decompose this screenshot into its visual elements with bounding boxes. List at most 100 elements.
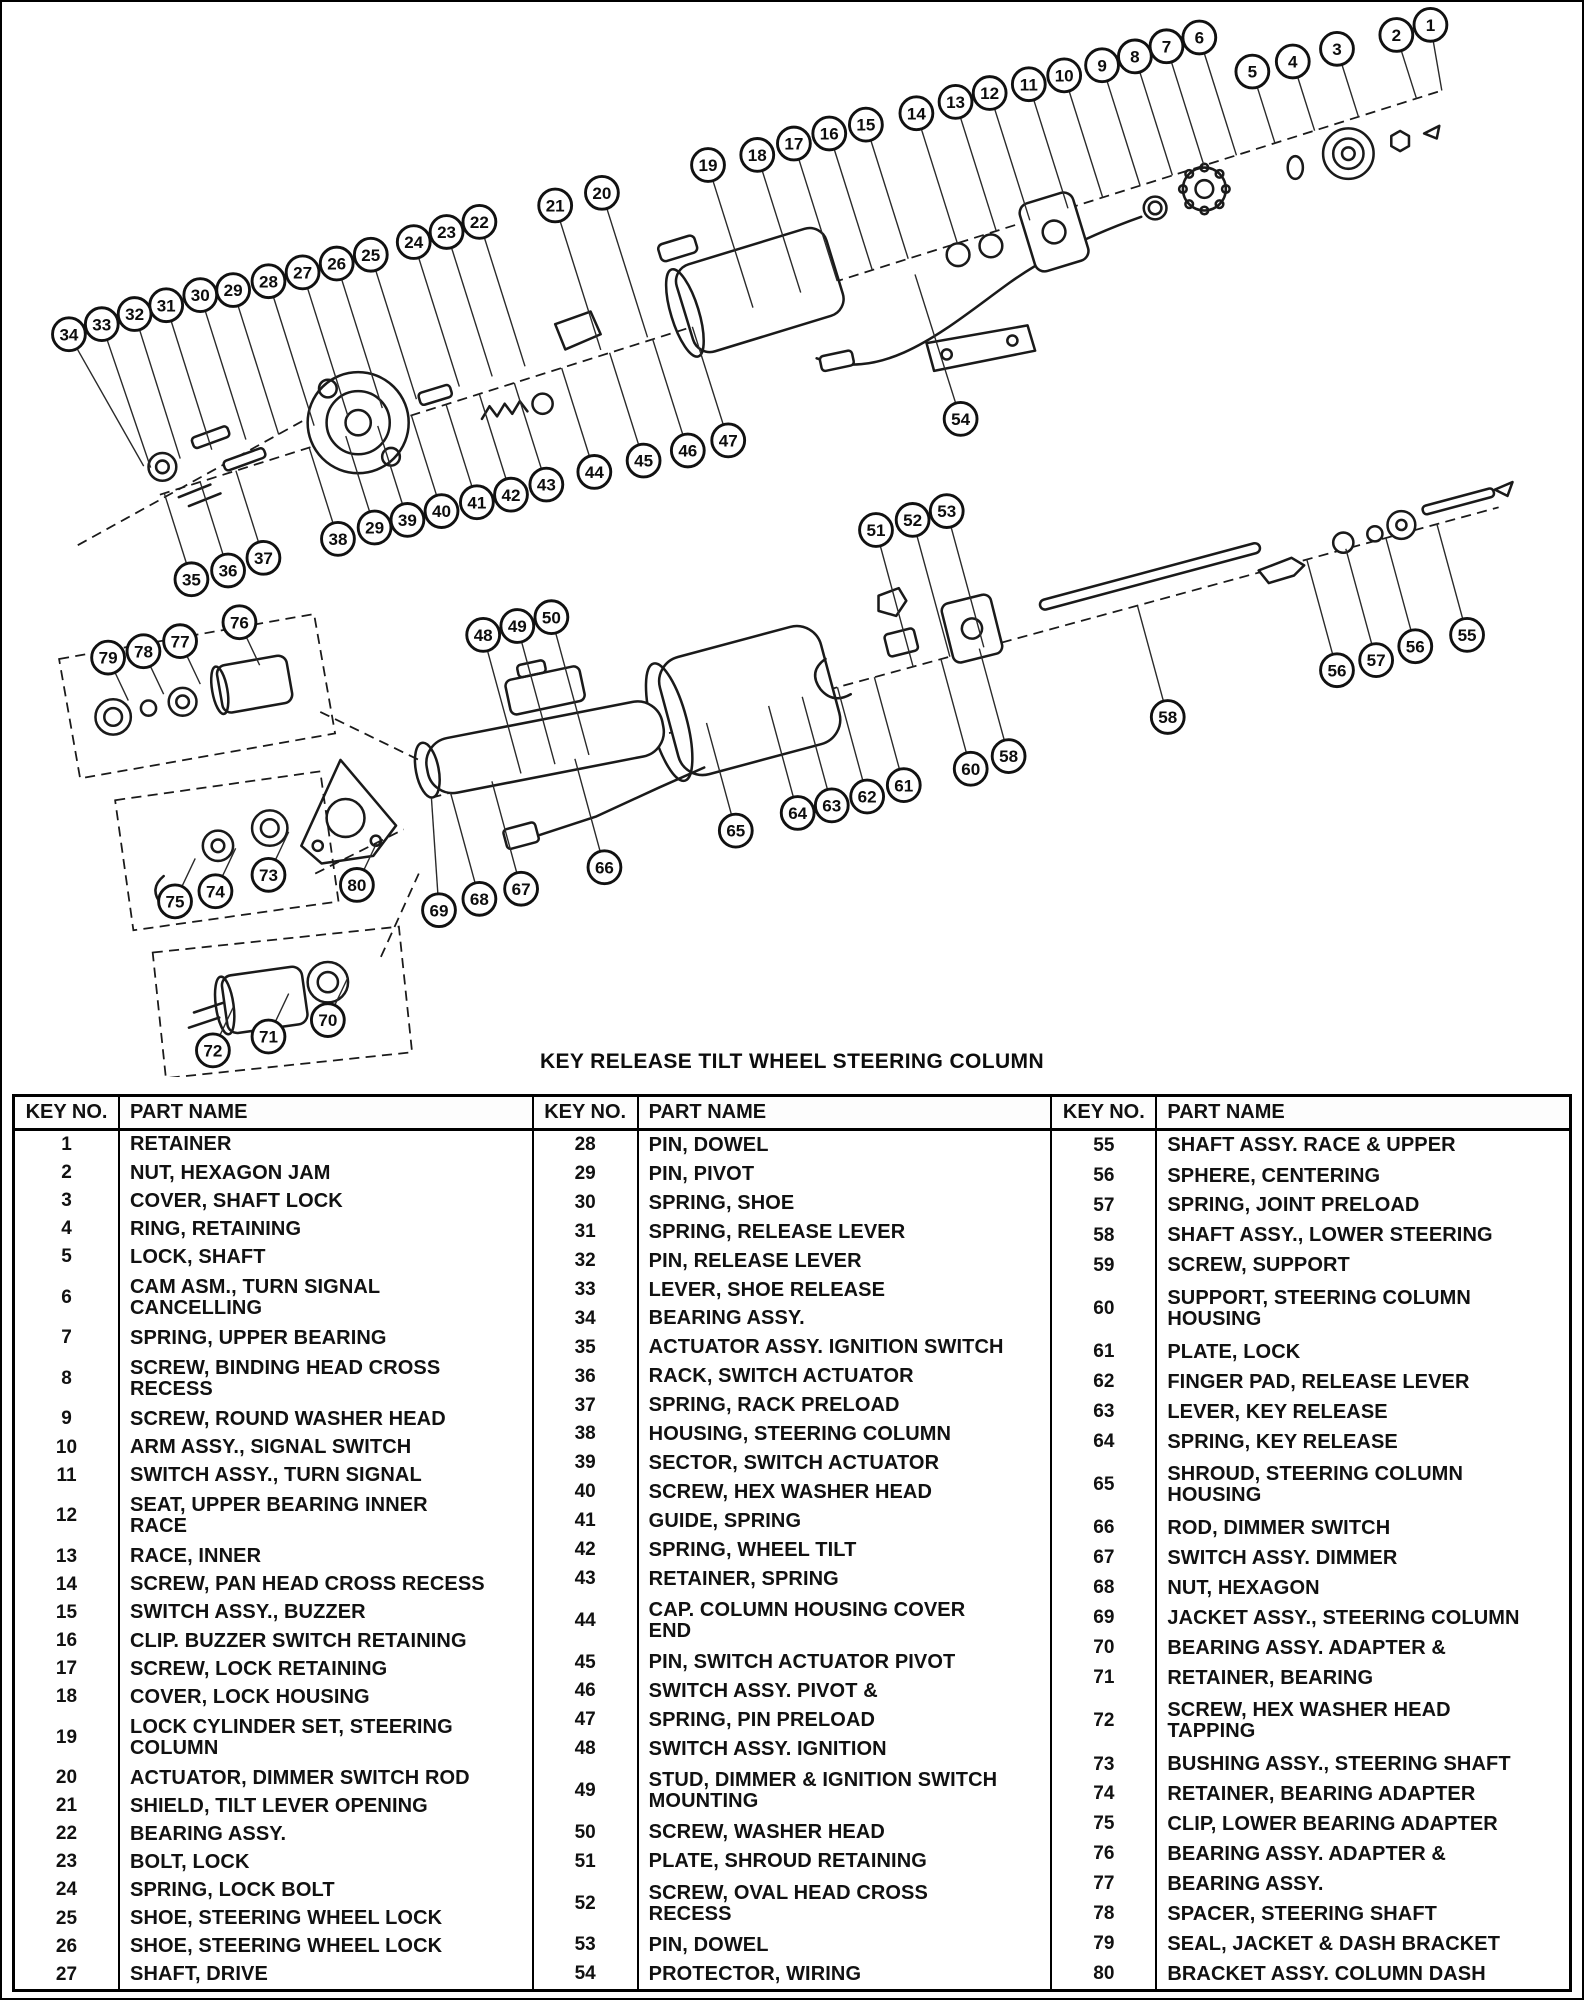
svg-text:24: 24 xyxy=(404,233,423,252)
part-name: SHAFT ASSY., LOWER STEERING xyxy=(1167,1224,1493,1247)
column-jacket-sketch xyxy=(413,700,666,799)
part-name: STUD, DIMMER & IGNITION SWITCH MOUNTING xyxy=(648,1769,998,1813)
part-name: COVER, SHAFT LOCK xyxy=(130,1189,343,1212)
lower-adapter-sketch xyxy=(213,965,309,1036)
callout-29: 29 xyxy=(356,509,393,546)
svg-text:12: 12 xyxy=(980,84,999,103)
svg-text:20: 20 xyxy=(592,184,611,203)
dimmer-switch-sketch xyxy=(502,821,540,851)
part-key-no: 36 xyxy=(533,1362,639,1392)
svg-text:9: 9 xyxy=(1097,56,1106,75)
part-name: SEAL, JACKET & DASH BRACKET xyxy=(1167,1932,1501,1955)
callout-18: 18 xyxy=(739,137,776,173)
callout-circles: 1234567891011121314151617181920212223242… xyxy=(51,6,1485,1069)
part-key-no: 11 xyxy=(15,1461,120,1490)
callout-3: 3 xyxy=(1319,30,1355,67)
svg-text:45: 45 xyxy=(634,452,653,471)
part-name: BRACKET ASSY. COLUMN DASH xyxy=(1167,1962,1486,1985)
callout-37: 37 xyxy=(245,539,282,576)
part-key-no: 46 xyxy=(533,1677,639,1706)
svg-text:19: 19 xyxy=(699,156,718,175)
part-key-no: 55 xyxy=(1052,1129,1158,1161)
part-key-no: 12 xyxy=(15,1489,120,1543)
svg-text:76: 76 xyxy=(230,613,249,632)
column-shroud-sketch xyxy=(644,624,842,783)
svg-text:13: 13 xyxy=(946,93,965,112)
callout-leader-lines xyxy=(76,40,1464,1036)
svg-text:62: 62 xyxy=(858,788,877,807)
bearing-inner-sketch xyxy=(154,459,170,475)
callout-79: 79 xyxy=(90,639,126,676)
part-name: LEVER, SHOE RELEASE xyxy=(648,1278,886,1301)
part-key-no: 3 xyxy=(15,1187,120,1216)
part-key-no: 71 xyxy=(1052,1663,1158,1693)
lock-housing-cover-sketch xyxy=(664,226,845,358)
part-name: SCREW, OVAL HEAD CROSS RECESS xyxy=(648,1881,928,1925)
part-name: CAP. COLUMN HOUSING COVER END xyxy=(648,1599,966,1642)
callout-56: 56 xyxy=(1319,652,1355,689)
part-name: SPRING, PIN PRELOAD xyxy=(648,1708,876,1731)
callout-69: 69 xyxy=(421,892,457,929)
svg-text:75: 75 xyxy=(166,892,185,911)
svg-text:70: 70 xyxy=(318,1011,337,1030)
svg-text:67: 67 xyxy=(512,880,531,899)
part-key-no: 23 xyxy=(15,1848,120,1877)
bearing-assy-sketch xyxy=(167,686,198,717)
hex-nut-sketch xyxy=(1390,129,1411,153)
part-key-no: 27 xyxy=(15,1960,120,1989)
callout-2: 2 xyxy=(1378,17,1415,53)
svg-text:23: 23 xyxy=(437,223,456,242)
callout-65: 65 xyxy=(717,812,754,849)
part-key-no: 40 xyxy=(533,1477,639,1507)
callout-29: 29 xyxy=(215,272,251,308)
callout-50: 50 xyxy=(533,599,570,636)
part-key-no: 28 xyxy=(533,1129,639,1160)
svg-text:3: 3 xyxy=(1332,40,1341,59)
tilt-lever-shield-sketch xyxy=(553,310,602,351)
part-key-no: 16 xyxy=(15,1626,120,1655)
svg-text:46: 46 xyxy=(678,442,697,461)
part-name: SHAFT ASSY. RACE & UPPER xyxy=(1167,1134,1456,1157)
callout-31: 31 xyxy=(148,287,185,324)
turn-signal-switch-sketch xyxy=(1018,191,1090,273)
shroud-plate-sketch xyxy=(877,586,908,618)
callout-42: 42 xyxy=(493,476,529,513)
shoe-sketch xyxy=(190,425,231,450)
dimmer-rod-sketch xyxy=(528,766,706,840)
svg-text:7: 7 xyxy=(1162,37,1171,56)
callout-66: 66 xyxy=(586,849,623,886)
callout-20: 20 xyxy=(584,174,620,211)
part-key-no: 31 xyxy=(533,1217,639,1247)
joint-spring-sketch xyxy=(1366,524,1384,543)
callout-12: 12 xyxy=(971,75,1008,111)
part-key-no: 76 xyxy=(1052,1839,1158,1870)
shaft-tip-sketch xyxy=(1493,480,1514,498)
part-key-no: 18 xyxy=(15,1683,120,1712)
part-name: NUT, HEXAGON JAM xyxy=(130,1161,331,1184)
svg-text:33: 33 xyxy=(92,315,111,334)
part-key-no: 66 xyxy=(1052,1513,1158,1544)
svg-text:54: 54 xyxy=(951,410,970,429)
part-name: SCREW, HEX WASHER HEAD TAPPING xyxy=(1167,1699,1451,1743)
part-key-no: 79 xyxy=(1052,1929,1158,1959)
callout-72: 72 xyxy=(195,1032,231,1069)
part-key-no: 67 xyxy=(1052,1543,1158,1574)
callout-34: 34 xyxy=(51,316,87,353)
callout-77: 77 xyxy=(162,623,198,660)
part-key-no: 78 xyxy=(1052,1899,1158,1930)
